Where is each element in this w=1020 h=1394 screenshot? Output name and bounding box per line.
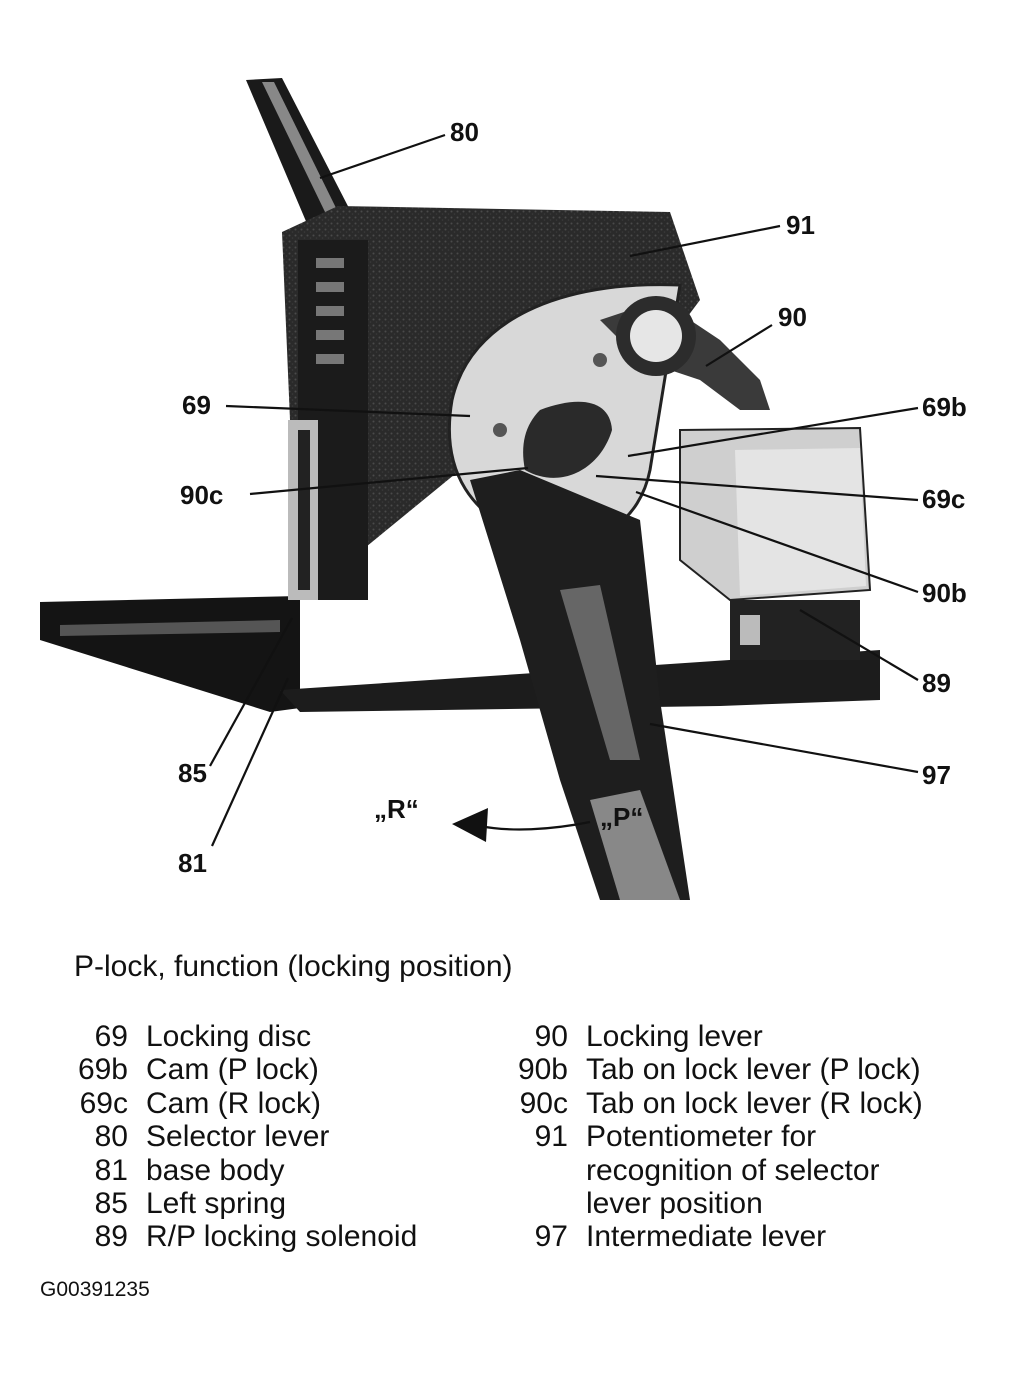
locking-lever (600, 296, 770, 410)
mechanism-photo: „R“ „P“ 80 91 90 69 69b 90c 69c 90b 89 8… (40, 78, 967, 900)
callout-85: 85 (178, 758, 207, 788)
legend-right-column: 90 Locking lever 90b Tab on lock lever (P … (480, 1020, 923, 1254)
leader-lines (209, 133, 919, 847)
callout-81: 81 (178, 848, 207, 878)
callout-90: 90 (778, 302, 807, 332)
locking-solenoid (679, 426, 872, 660)
legend-row: 90b Tab on lock lever (P lock) (480, 1053, 923, 1086)
legend-number: 90c (519, 1086, 568, 1120)
legend-number: 69b (77, 1053, 128, 1087)
intermediate-lever (470, 470, 690, 900)
legend-row: 89 R/P locking solenoid (40, 1220, 418, 1254)
callout-69b: 69b (922, 392, 967, 422)
legend-left-column: 69 Locking disc 69b Cam (P lock) 69c Cam (R… (40, 1020, 417, 1254)
legend-description: Cam (R lock) (146, 1086, 322, 1120)
legend-number: 69 (94, 1020, 128, 1053)
callout-89: 89 (922, 668, 951, 698)
legend-number: 90 (534, 1020, 568, 1053)
legend-description: Cam (P lock) (146, 1053, 319, 1087)
callout-91: 91 (786, 210, 815, 240)
legend-number: 81 (94, 1153, 128, 1187)
legend-row: 80 Selector lever (40, 1120, 417, 1153)
legend-row: 91 Potentiometer for recognition of selec… (480, 1120, 923, 1220)
legend-row: 69b Cam (P lock) (40, 1053, 417, 1086)
callout-69c: 69c (922, 484, 965, 514)
direction-label-r: „R“ (374, 794, 419, 824)
callout-90c: 90c (180, 480, 223, 510)
legend-description: Locking lever (586, 1020, 763, 1053)
legend-row: 97 Intermediate lever (480, 1220, 923, 1253)
legend-row: 90 Locking lever (480, 1020, 923, 1053)
legend-number: 69c (79, 1086, 128, 1120)
legend-description: Tab on lock lever (R lock) (586, 1086, 923, 1120)
direction-label-p: „P“ (600, 802, 643, 832)
selector-lever (246, 78, 352, 226)
legend-number: 97 (534, 1220, 568, 1254)
legend-description: R/P locking solenoid (146, 1220, 418, 1254)
legend-description: Potentiometer for recognition of selecto… (586, 1120, 880, 1221)
legend-row: 90c Tab on lock lever (R lock) (480, 1087, 923, 1120)
legend-description: Left spring (146, 1187, 287, 1221)
legend-description: Selector lever (146, 1120, 330, 1154)
callout-97: 97 (922, 760, 951, 790)
legend-number: 89 (94, 1220, 128, 1254)
legend-description: Tab on lock lever (P lock) (586, 1053, 921, 1087)
callout-80: 80 (450, 117, 479, 147)
direction-arrow (452, 808, 591, 842)
housing-ribs (316, 258, 344, 364)
figure-id: G00391235 (40, 1278, 150, 1301)
legend-number: 85 (94, 1187, 128, 1221)
legend-number: 91 (534, 1120, 568, 1154)
legend-description: Locking disc (146, 1020, 312, 1053)
callout-69: 69 (182, 390, 211, 420)
legend-number: 90b (517, 1053, 568, 1087)
legend-description: Intermediate lever (586, 1220, 827, 1254)
legend-row: 69c Cam (R lock) (40, 1087, 417, 1120)
legend-description: base body (146, 1153, 285, 1187)
legend-row: 81 base body (40, 1154, 417, 1187)
callout-90b: 90b (922, 578, 967, 608)
legend-row: 69 Locking disc (40, 1020, 417, 1053)
legend-number: 80 (94, 1120, 128, 1154)
legend-row: 85 Left spring (40, 1187, 417, 1220)
figure-caption: P-lock, function (locking position) (74, 950, 513, 983)
